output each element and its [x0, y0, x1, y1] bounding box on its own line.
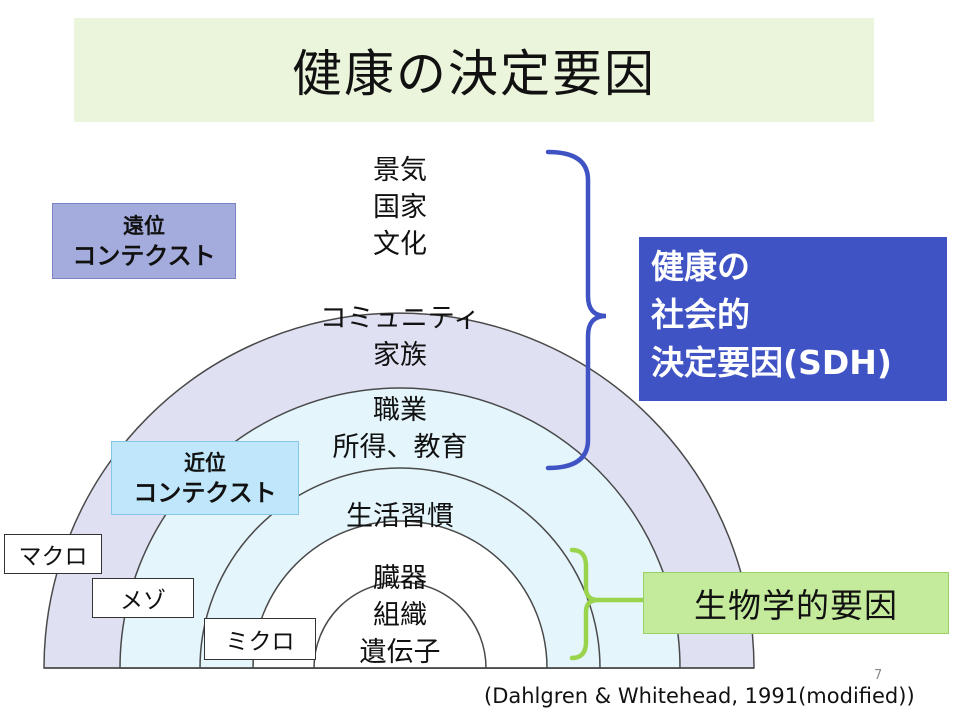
- work-ring-text: 所得、教育: [332, 432, 468, 463]
- sdh-box: 健康の 社会的 決定要因(SDH): [639, 237, 947, 401]
- proximal-context-label: コンテクスト: [133, 479, 277, 507]
- lifestyle-ring-text: 生活習慣: [346, 501, 454, 532]
- community-ring-text: コミュニティ: [319, 303, 481, 334]
- citation: (Dahlgren & Whitehead, 1991(modified)): [484, 684, 915, 708]
- work-ring-label: 職業 所得、教育: [300, 392, 500, 466]
- outer-ring-text: 文化: [373, 229, 427, 260]
- core-text: 組織: [373, 600, 427, 631]
- page-title: 健康の決定要因: [292, 45, 656, 103]
- biological-factors-label: 生物学的要因: [694, 586, 898, 625]
- proximal-context-label: 近位: [184, 451, 226, 475]
- title-banner: 健康の決定要因: [74, 18, 874, 122]
- sdh-brace: [545, 149, 607, 471]
- lifestyle-ring-label: 生活習慣: [320, 498, 480, 535]
- core-text: 臓器: [373, 563, 427, 594]
- proximal-context-box: 近位 コンテクスト: [111, 441, 299, 515]
- macro-scale-label: マクロ: [18, 544, 88, 570]
- sdh-label: 健康の: [651, 247, 750, 286]
- sdh-label: 社会的: [651, 295, 750, 334]
- outer-ring-label: 景気 国家 文化: [340, 152, 460, 263]
- core-text: 遺伝子: [359, 637, 441, 668]
- page-number: 7: [874, 668, 883, 683]
- distal-context-label: コンテクスト: [72, 242, 216, 270]
- outer-ring-text: 景気: [373, 155, 427, 186]
- sdh-label: 決定要因(SDH): [651, 343, 892, 382]
- community-ring-label: コミュニティ 家族: [295, 300, 505, 374]
- outer-ring-text: 国家: [373, 192, 427, 223]
- macro-scale-box: マクロ: [4, 534, 102, 574]
- core-circle: [313, 581, 487, 669]
- meso-scale-box: メゾ: [92, 578, 194, 618]
- biological-factors-box: 生物学的要因: [643, 572, 949, 634]
- distal-context-box: 遠位 コンテクスト: [52, 203, 236, 279]
- micro-scale-label: ミクロ: [225, 629, 295, 655]
- micro-scale-box: ミクロ: [204, 618, 316, 660]
- meso-scale-label: メゾ: [120, 588, 166, 614]
- distal-context-label: 遠位: [123, 214, 165, 238]
- core-label: 臓器 組織 遺伝子: [340, 560, 460, 671]
- community-ring-text: 家族: [373, 340, 427, 371]
- work-ring-text: 職業: [373, 395, 427, 426]
